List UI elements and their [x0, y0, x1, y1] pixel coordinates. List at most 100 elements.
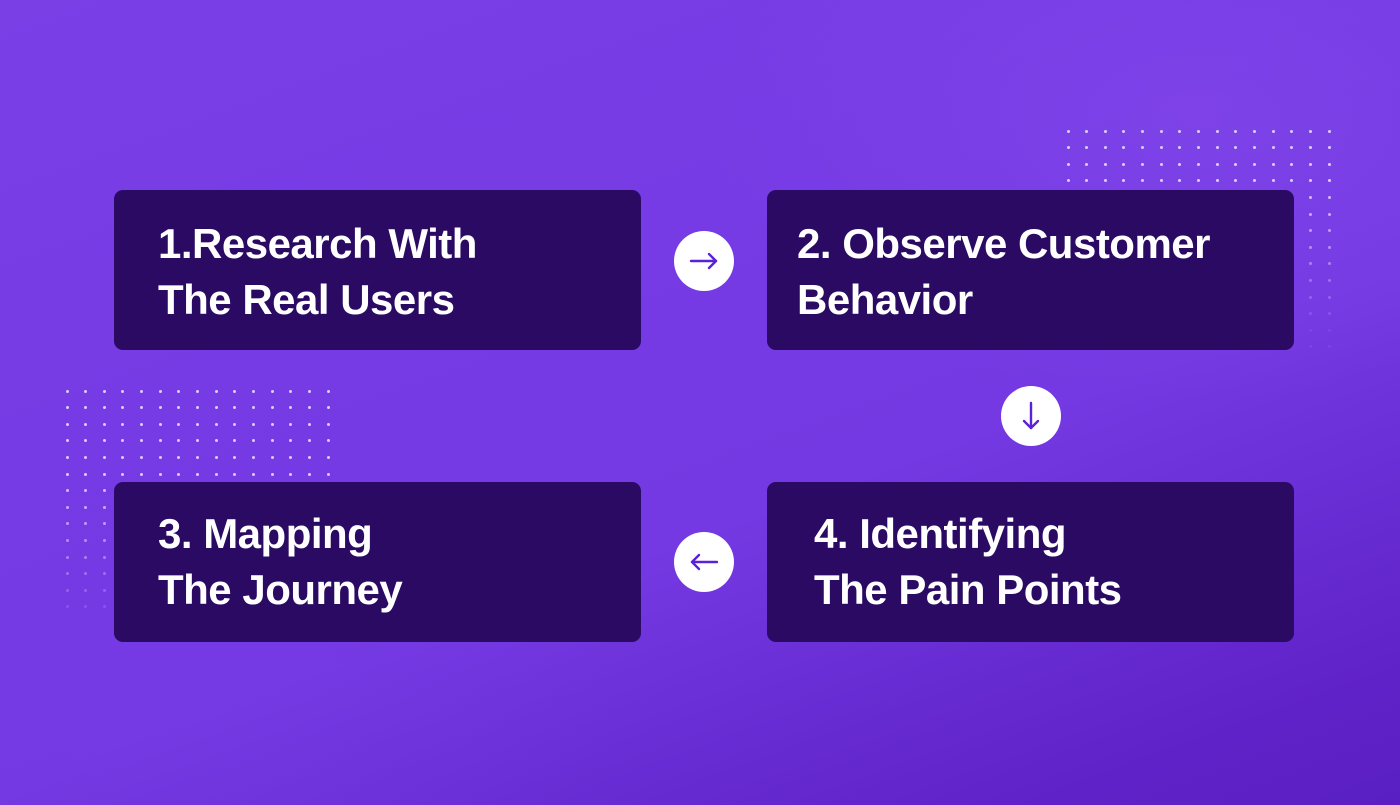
decorative-dot: [1327, 195, 1331, 199]
decorative-dot: [1066, 146, 1070, 150]
decorative-dot: [289, 455, 293, 459]
decorative-dot: [326, 389, 330, 393]
decorative-dot: [1271, 179, 1275, 183]
decorative-dot: [121, 455, 125, 459]
decorative-dot: [102, 522, 106, 526]
decorative-dot: [270, 406, 274, 410]
decorative-dot: [270, 389, 274, 393]
decorative-dot: [270, 422, 274, 426]
step-3-line-1: 3. Mapping: [158, 510, 373, 557]
arrow-right-icon: [689, 252, 718, 270]
decorative-dot: [84, 505, 88, 509]
decorative-dot: [65, 406, 69, 410]
decorative-dot: [1290, 179, 1294, 183]
decorative-dot: [121, 422, 125, 426]
decorative-dot: [1308, 295, 1312, 299]
decorative-dot: [1215, 179, 1219, 183]
decorative-dot: [102, 422, 106, 426]
decorative-dot: [289, 439, 293, 443]
decorative-dot: [196, 439, 200, 443]
step-2-line-2: Behavior: [797, 276, 973, 323]
step-title-2: 2. Observe Customer Behavior: [797, 216, 1211, 328]
decorative-dot: [326, 472, 330, 476]
decorative-dot: [1327, 229, 1331, 233]
decorative-dot: [289, 389, 293, 393]
decorative-dot: [102, 406, 106, 410]
step-4-line-2: The Pain Points: [814, 566, 1122, 613]
decorative-dot: [1103, 146, 1107, 150]
decorative-dot: [1234, 146, 1238, 150]
decorative-dot: [65, 389, 69, 393]
decorative-dot: [140, 389, 144, 393]
decorative-dot: [326, 439, 330, 443]
decorative-dot: [65, 422, 69, 426]
decorative-dot: [102, 455, 106, 459]
step-title-1: 1.Research With The Real Users: [158, 216, 477, 328]
decorative-dot: [1308, 179, 1312, 183]
decorative-dot: [1178, 162, 1182, 166]
step-card-2: 2. Observe Customer Behavior: [767, 190, 1294, 350]
step-1-line-2: The Real Users: [158, 276, 455, 323]
decorative-dot: [65, 572, 69, 576]
decorative-dot: [196, 422, 200, 426]
decorative-dot: [102, 489, 106, 493]
decorative-dot: [121, 439, 125, 443]
decorative-dot: [233, 455, 237, 459]
decorative-dot: [1178, 146, 1182, 150]
decorative-dot: [233, 422, 237, 426]
decorative-dot: [1215, 146, 1219, 150]
decorative-dot: [1197, 162, 1201, 166]
decorative-dot: [121, 389, 125, 393]
decorative-dot: [177, 439, 181, 443]
decorative-dot: [102, 605, 106, 609]
decorative-dot: [1066, 129, 1070, 133]
decorative-dot: [1103, 162, 1107, 166]
decorative-dot: [1308, 312, 1312, 316]
decorative-dot: [1141, 162, 1145, 166]
decorative-dot: [84, 489, 88, 493]
decorative-dot: [1197, 129, 1201, 133]
decorative-dot: [102, 505, 106, 509]
decorative-dot: [1122, 179, 1126, 183]
decorative-dot: [84, 555, 88, 559]
step-card-3: 3. Mapping The Journey: [114, 482, 641, 642]
decorative-dot: [1085, 129, 1089, 133]
decorative-dot: [65, 588, 69, 592]
decorative-dot: [1327, 262, 1331, 266]
decorative-dot: [307, 389, 311, 393]
arrow-left-icon: [690, 553, 719, 571]
decorative-dot: [65, 538, 69, 542]
decorative-dot: [307, 455, 311, 459]
decorative-dot: [1253, 129, 1256, 133]
decorative-dot: [84, 389, 88, 393]
decorative-dot: [1197, 146, 1201, 150]
decorative-dot: [84, 538, 88, 542]
decorative-dot: [121, 472, 125, 476]
decorative-dot: [326, 406, 330, 410]
decorative-dot: [1290, 129, 1294, 133]
decorative-dot: [102, 472, 106, 476]
decorative-dot: [252, 439, 255, 443]
decorative-dot: [1103, 179, 1107, 183]
decorative-dot: [307, 472, 311, 476]
decorative-dot: [1290, 146, 1294, 150]
step-3-line-2: The Journey: [158, 566, 403, 613]
decorative-dot: [1327, 162, 1331, 166]
decorative-dot: [289, 406, 293, 410]
decorative-dot: [65, 555, 69, 559]
decorative-dot: [1122, 129, 1126, 133]
decorative-dot: [1308, 328, 1312, 332]
decorative-dot: [1308, 146, 1312, 150]
decorative-dot: [84, 605, 88, 609]
decorative-dot: [196, 472, 200, 476]
decorative-dot: [1234, 129, 1238, 133]
decorative-dot: [65, 522, 69, 526]
decorative-dot: [1159, 129, 1163, 133]
connector-1-to-2: [674, 231, 734, 291]
decorative-dot: [1308, 129, 1312, 133]
decorative-dot: [102, 555, 106, 559]
decorative-dot: [1178, 129, 1182, 133]
decorative-dot: [84, 522, 88, 526]
decorative-dot: [1178, 179, 1182, 183]
